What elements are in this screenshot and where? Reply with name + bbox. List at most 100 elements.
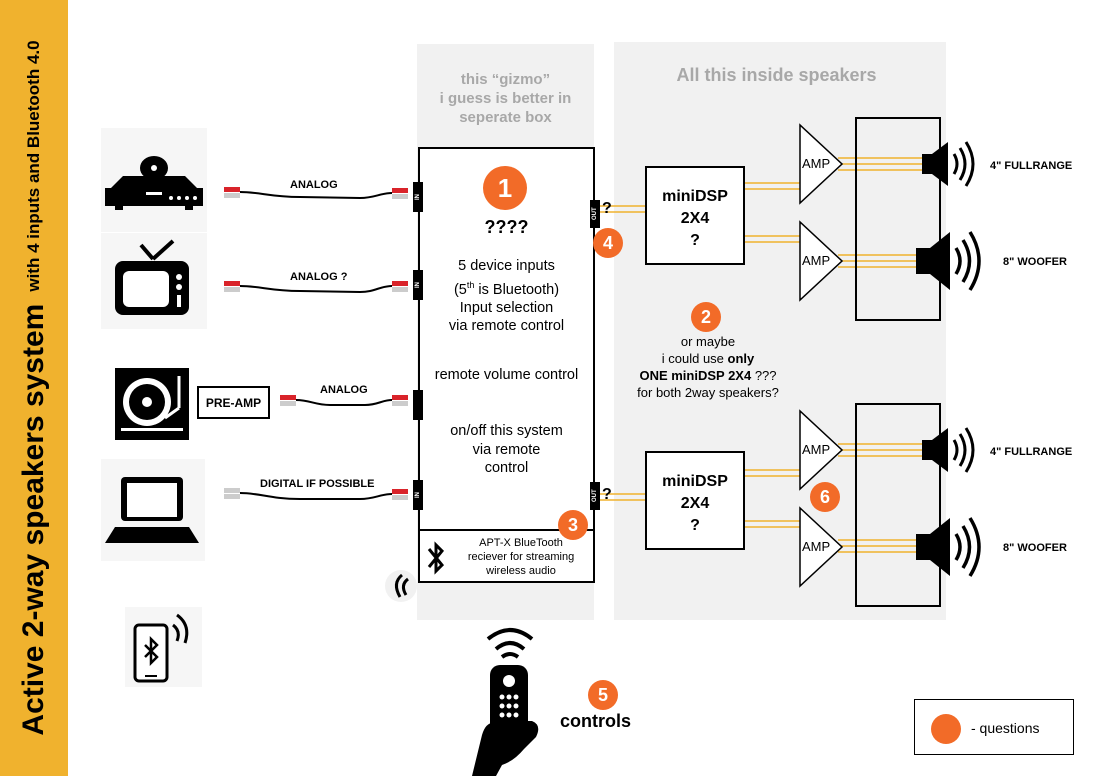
rca-plug [392,188,408,193]
minidsp-line1: miniDSP [662,473,728,490]
minidsp-line2: 2X4 [680,210,710,227]
sidebar [0,0,68,776]
minidsp-box-2: miniDSP 2X4 ? [645,451,745,550]
speaker-icon [922,427,975,473]
speaker-drivers [916,141,981,577]
question-badge-4: 4 [593,228,623,258]
speaker-icon [916,517,981,577]
gizmo-inputs-line2-sup: th [466,279,475,290]
fullrange-label: 4" FULLRANGE [990,160,1073,172]
amp-label: AMP [802,539,831,554]
input-cables [239,191,393,500]
gizmo-inputs-line2: (5th is Bluetooth) [418,276,595,299]
gizmo-onoff-line3: control [484,460,529,476]
input-label-2: ANALOG ? [290,271,348,283]
gizmo-onoff-text: on/off this system via remote control [418,422,595,478]
note-line4: for both 2way speakers? [637,385,779,400]
out-question-2: ? [602,486,612,503]
gizmo-inputs-line1: 5 device inputs [458,258,555,274]
gizmo-question: ???? [484,217,529,237]
minidsp-line1: miniDSP [662,188,728,205]
cable-2 [239,285,393,294]
question-badge-2: 2 [691,302,721,332]
in-jack: IN [413,182,423,212]
gizmo-panel-line1: this “gizmo” [460,71,551,88]
preamp-label: PRE-AMP [205,395,262,410]
rca-plugs [224,187,408,500]
gizmo-panel-line3: seperate box [459,109,552,126]
gizmo-inputs-line3: Input selection [459,299,554,316]
preamp-box: PRE-AMP [197,386,270,419]
minidsp-line3: ? [690,517,700,534]
question-badge-3: 3 [558,510,588,540]
cable-3 [295,399,393,406]
gizmo-volume: remote volume control [434,367,579,383]
rca-plug [224,494,240,499]
tv-icon [115,239,189,315]
note-line2: i could use only [616,350,800,367]
minidsp-line3: ? [690,232,700,249]
amp-triangles [799,123,844,588]
out-jack: OUT [590,482,600,510]
rca-plug [224,488,240,493]
remote-control-icon [472,628,539,776]
legend-box: - questions [914,699,1074,755]
note-line3: ONE miniDSP 2X4 ??? [616,367,800,384]
note-line2-a: i could use [661,351,728,366]
rca-plug [224,193,240,198]
input-label-1: ANALOG [290,179,338,191]
laptop-icon [105,477,199,543]
gizmo-panel-text: this “gizmo” i guess is better in sepera… [417,70,594,127]
tv-icon-bg [101,233,207,329]
note-line3-a: ONE miniDSP 2X4 [639,368,752,383]
in-jack-blank [413,390,423,420]
in-jack: IN [413,480,423,510]
minidsp-box-1: miniDSP 2X4 ? [645,166,745,265]
rca-plug [392,401,408,406]
legend-badge [931,714,961,744]
speaker-enclosure-1 [855,117,941,321]
gizmo-box [418,147,595,583]
speaker-enclosure-2 [855,403,941,607]
rca-plug [280,401,296,406]
rca-plug [224,281,240,286]
note-line3-b: ??? [751,368,777,383]
cd-player-icon-bg [101,128,207,232]
output-wires [600,157,925,553]
gizmo-onoff-line2: via remote [472,441,541,458]
out-question-1: ? [602,200,612,217]
amp-label: AMP [802,442,831,457]
phone-bluetooth-icon-bg [125,607,202,687]
gizmo-panel-line2: i guess is better in [439,90,572,107]
woofer-label: 8" WOOFER [1003,542,1067,554]
speaker-icon [922,141,975,187]
gizmo-inputs-line2-a: (5 [453,281,467,298]
cable-4 [239,492,393,500]
note-line1: or maybe [680,334,736,349]
amp-label: AMP [802,156,831,171]
legend-label: - questions [971,720,1040,736]
note-text: or maybe i could use only ONE miniDSP 2X… [616,333,800,401]
speaker-icon [916,231,981,291]
rca-plug [224,187,240,192]
amp-label: AMP [802,253,831,268]
bluetooth-line1: APT-X BlueTooth [479,537,563,549]
turntable-icon [115,368,189,440]
bluetooth-line2: reciever for streaming [467,551,575,563]
fullrange-label: 4" FULLRANGE [990,446,1073,458]
speakers-panel-title: All this inside speakers [676,65,877,85]
input-label-3: ANALOG [320,384,368,396]
woofer-label: 8" WOOFER [1003,256,1067,268]
question-badge-6: 6 [810,482,840,512]
bluetooth-line3: wireless audio [486,565,556,577]
rca-plug [392,395,408,400]
rca-plug [392,194,408,199]
question-badge-5: 5 [588,680,618,710]
gizmo-divider [419,529,594,531]
rca-plug [392,281,408,286]
rca-plug [392,287,408,292]
input-label-4: DIGITAL IF POSSIBLE [260,478,375,490]
minidsp-line2: 2X4 [680,495,710,512]
rca-plug [280,395,296,400]
